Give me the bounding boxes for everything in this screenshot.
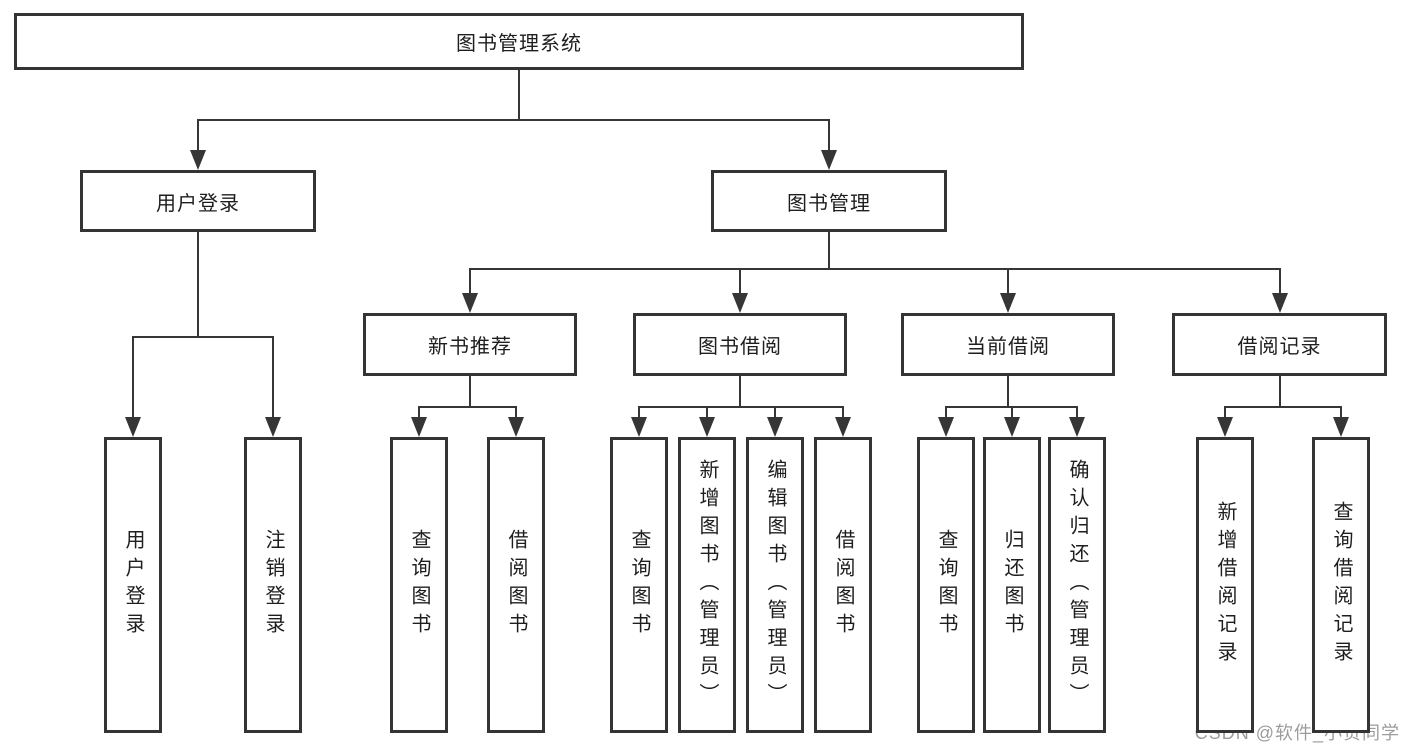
connector-line — [1340, 406, 1342, 419]
arrow-down-icon — [1217, 417, 1233, 437]
connector-line — [739, 268, 741, 295]
node-label-leaf-logout: 注销登录 — [262, 529, 284, 641]
arrow-down-icon — [1069, 417, 1085, 437]
node-label-current-borrow: 当前借阅 — [966, 336, 1050, 358]
node-label-user-login-branch: 用户登录 — [156, 192, 240, 215]
connector-line — [518, 70, 520, 119]
arrow-down-icon — [462, 293, 478, 313]
node-leaf-borrow-book-2: 借阅图书 — [814, 437, 872, 733]
arrow-down-icon — [411, 417, 427, 437]
node-label-leaf-query-book-3: 查询图书 — [935, 529, 957, 641]
node-leaf-add-book: 新增图书（管理员） — [678, 437, 736, 733]
node-book-mgmt-branch: 图书管理 — [711, 170, 947, 232]
arrow-down-icon — [835, 417, 851, 437]
connector-line — [828, 119, 830, 152]
connector-line — [1224, 406, 1342, 408]
node-label-leaf-borrow-book-1: 借阅图书 — [505, 529, 527, 641]
connector-line — [272, 336, 274, 419]
connector-line — [132, 336, 274, 338]
arrow-down-icon — [699, 417, 715, 437]
node-book-borrow: 图书借阅 — [633, 313, 847, 376]
connector-line — [1278, 376, 1281, 406]
arrow-down-icon — [938, 417, 954, 437]
node-borrow-records: 借阅记录 — [1172, 313, 1387, 376]
connector-line — [945, 406, 947, 419]
node-leaf-add-record: 新增借阅记录 — [1196, 437, 1254, 733]
arrow-down-icon — [265, 417, 281, 437]
node-label-leaf-user-login: 用户登录 — [122, 529, 144, 641]
connector-line — [132, 336, 134, 419]
connector-line — [638, 406, 844, 408]
node-new-book-rec: 新书推荐 — [363, 313, 577, 376]
connector-line — [197, 119, 830, 121]
node-leaf-logout: 注销登录 — [244, 437, 302, 733]
connector-line — [197, 119, 199, 152]
node-leaf-query-book-3: 查询图书 — [917, 437, 975, 733]
arrow-down-icon — [821, 150, 837, 170]
node-label-leaf-confirm-return: 确认归还（管理员） — [1066, 459, 1088, 711]
node-leaf-query-book-1: 查询图书 — [390, 437, 448, 733]
node-root: 图书管理系统 — [14, 13, 1024, 70]
connector-line — [842, 406, 844, 419]
node-label-root: 图书管理系统 — [456, 33, 582, 55]
connector-line — [638, 406, 640, 419]
node-leaf-borrow-book-1: 借阅图书 — [487, 437, 545, 733]
connector-line — [1224, 406, 1226, 419]
connector-line — [1011, 406, 1013, 419]
node-label-leaf-query-record: 查询借阅记录 — [1330, 501, 1352, 669]
connector-line — [515, 406, 517, 419]
connector-line — [469, 376, 471, 406]
node-label-leaf-add-record: 新增借阅记录 — [1214, 501, 1236, 669]
connector-line — [1076, 406, 1078, 419]
arrow-down-icon — [1271, 293, 1288, 313]
node-label-leaf-add-book: 新增图书（管理员） — [696, 459, 718, 711]
arrow-down-icon — [190, 150, 206, 170]
arrow-down-icon — [732, 293, 748, 313]
connector-line — [469, 268, 471, 295]
node-label-new-book-rec: 新书推荐 — [428, 336, 512, 358]
arrow-down-icon — [125, 417, 141, 437]
node-label-book-borrow: 图书借阅 — [698, 336, 782, 358]
node-label-borrow-records: 借阅记录 — [1237, 336, 1322, 358]
node-leaf-query-book-2: 查询图书 — [610, 437, 668, 733]
node-label-leaf-query-book-1: 查询图书 — [408, 529, 430, 641]
connector-line — [1007, 376, 1009, 406]
connector-line — [418, 406, 420, 419]
connector-line — [1007, 268, 1009, 295]
node-label-leaf-return-book: 归还图书 — [1001, 529, 1023, 641]
connector-line — [739, 376, 741, 406]
connector-line — [828, 232, 830, 268]
connector-line — [469, 268, 1281, 270]
node-current-borrow: 当前借阅 — [901, 313, 1115, 376]
arrow-down-icon — [1000, 293, 1016, 313]
node-label-leaf-borrow-book-2: 借阅图书 — [832, 529, 854, 641]
connector-line — [197, 232, 199, 336]
node-label-leaf-query-book-2: 查询图书 — [628, 529, 650, 641]
arrow-down-icon — [631, 417, 647, 437]
node-leaf-query-record: 查询借阅记录 — [1312, 437, 1370, 733]
node-leaf-edit-book: 编辑图书（管理员） — [746, 437, 804, 733]
connector-line — [774, 406, 776, 419]
node-label-book-mgmt-branch: 图书管理 — [787, 192, 871, 215]
arrow-down-icon — [767, 417, 783, 437]
connector-line — [706, 406, 708, 419]
node-leaf-return-book: 归还图书 — [983, 437, 1041, 733]
node-leaf-confirm-return: 确认归还（管理员） — [1048, 437, 1106, 733]
arrow-down-icon — [1333, 417, 1349, 437]
arrow-down-icon — [508, 417, 524, 437]
connector-line — [418, 406, 517, 408]
connector-line — [1278, 268, 1281, 295]
node-user-login-branch: 用户登录 — [80, 170, 316, 232]
node-leaf-user-login: 用户登录 — [104, 437, 162, 733]
node-label-leaf-edit-book: 编辑图书（管理员） — [764, 459, 786, 711]
arrow-down-icon — [1004, 417, 1020, 437]
